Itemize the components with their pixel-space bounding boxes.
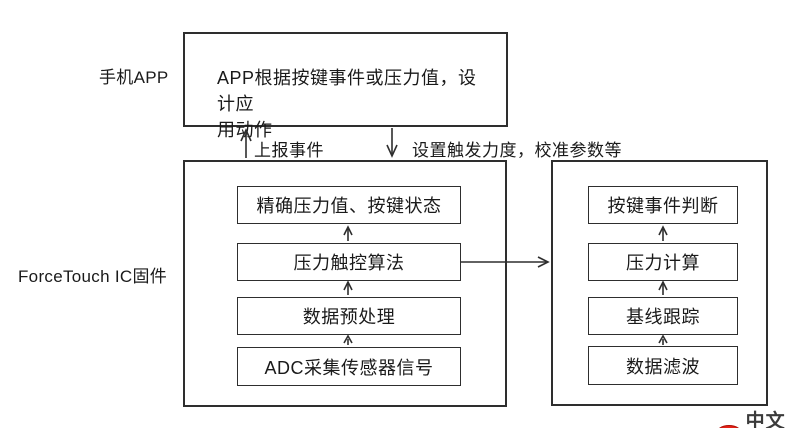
firmware-stage-output: 精确压力值、按键状态 [237,186,461,224]
algorithm-stage-filter: 数据滤波 [588,346,738,385]
label-set-trigger: 设置触发力度，校准参数等 [412,141,622,160]
php-logo-badge: php [716,424,742,428]
app-action-box: APP根据按键事件或压力值，设计应 用动作 [183,32,508,140]
site-name-text: 中文网 [745,411,786,428]
firmware-stage-adc: ADC采集传感器信号 [237,347,461,386]
label-phone-app: 手机APP [99,68,169,87]
label-forcetouch-ic-firmware: ForceTouch IC固件 [18,267,168,286]
algorithm-stage-pressure-calc: 压力计算 [588,243,738,281]
algorithm-stage-key-event: 按键事件判断 [588,186,738,224]
app-action-text-line1: APP根据按键事件或压力值，设计应 [217,68,477,114]
label-report-event: 上报事件 [254,141,324,160]
algorithm-stage-baseline: 基线跟踪 [588,297,738,335]
firmware-stage-algorithm: 压力触控算法 [237,243,461,281]
firmware-stage-preprocess: 数据预处理 [237,297,461,335]
php-cn-watermark: php 中文网 [716,406,800,428]
